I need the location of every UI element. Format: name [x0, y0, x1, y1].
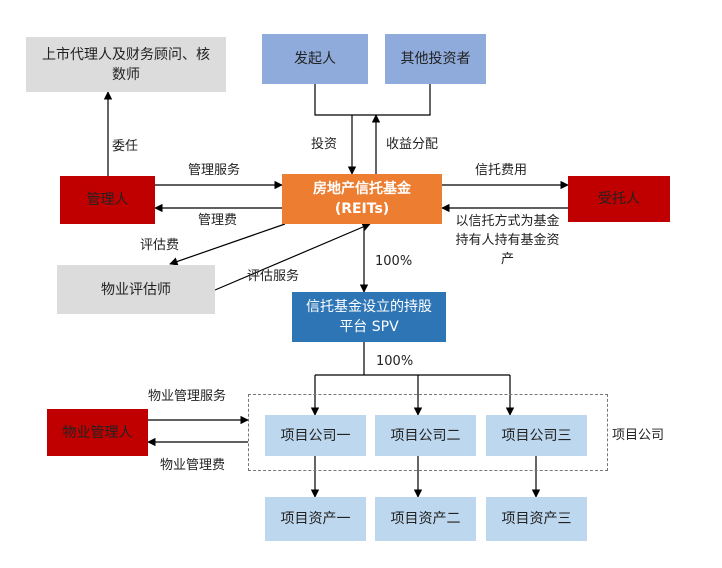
management-service-label: 管理服务 — [188, 163, 241, 178]
project-asset-3-text: 项目资产三 — [501, 511, 572, 527]
investment-label: 投资 — [311, 137, 338, 152]
other-investors-text: 其他投资者 — [400, 51, 471, 67]
spv-text-line2: 平台 SPV — [339, 319, 399, 335]
management-fee-label: 管理费 — [198, 213, 238, 228]
reits-subtitle: (REITs) — [334, 201, 390, 217]
valuation-service-arrow — [214, 223, 371, 291]
spv-ownership-label: 100% — [375, 254, 413, 269]
project-company-group-label: 项目公司 — [612, 428, 665, 443]
project-asset-3-box: 项目资产三 — [486, 497, 587, 541]
companies-ownership-label: 100% — [376, 354, 414, 369]
manager-box: 管理人 — [60, 176, 155, 224]
appoint-label: 委任 — [112, 139, 139, 154]
valuer-box: 物业评估师 — [57, 265, 215, 314]
project-company-3-text: 项目公司三 — [501, 427, 572, 444]
spv-text-line1: 信托基金设立的持股 — [306, 299, 432, 315]
trustee-text: 受托人 — [598, 191, 640, 207]
project-asset-1-box: 项目资产一 — [265, 497, 366, 541]
trustee-box: 受托人 — [568, 176, 670, 222]
project-company-3-box: 项目公司三 — [486, 415, 587, 456]
trust-holding-label: 以信托方式为基金持有人持有基金资产 — [455, 214, 560, 267]
property-manager-box: 物业管理人 — [47, 409, 148, 456]
other-investors-box: 其他投资者 — [385, 34, 486, 84]
property-mgmt-fee-label: 物业管理费 — [160, 458, 226, 473]
investment-connector — [314, 84, 431, 116]
project-asset-2-text: 项目资产二 — [390, 511, 461, 527]
valuer-text: 物业评估师 — [101, 281, 171, 298]
valuation-service-label: 评估服务 — [247, 269, 300, 284]
trust-fee-label: 信托费用 — [475, 163, 528, 178]
income-distribution-label: 收益分配 — [386, 137, 439, 152]
manager-text: 管理人 — [86, 192, 129, 208]
spv-box: 信托基金设立的持股 平台 SPV — [292, 292, 446, 342]
project-asset-2-box: 项目资产二 — [375, 497, 476, 541]
valuation-fee-label: 评估费 — [140, 238, 180, 253]
project-company-2-box: 项目公司二 — [375, 415, 476, 456]
reits-title: 房地产信托基金 — [313, 181, 411, 197]
listing-agent-box: 上市代理人及财务顾问、核数师 — [26, 37, 226, 92]
reits-box: 房地产信托基金 (REITs) — [282, 174, 442, 224]
project-company-1-text: 项目公司一 — [280, 427, 351, 444]
sponsor-text: 发起人 — [294, 51, 336, 67]
project-company-1-box: 项目公司一 — [265, 415, 366, 456]
listing-agent-text: 上市代理人及财务顾问、核数师 — [42, 46, 210, 83]
valuation-fee-arrow — [169, 223, 286, 266]
project-asset-1-text: 项目资产一 — [280, 511, 351, 527]
property-manager-text: 物业管理人 — [62, 424, 133, 441]
project-company-group — [248, 394, 608, 471]
property-mgmt-service-label: 物业管理服务 — [148, 389, 227, 404]
project-company-2-text: 项目公司二 — [390, 427, 461, 444]
sponsor-box: 发起人 — [262, 34, 368, 84]
